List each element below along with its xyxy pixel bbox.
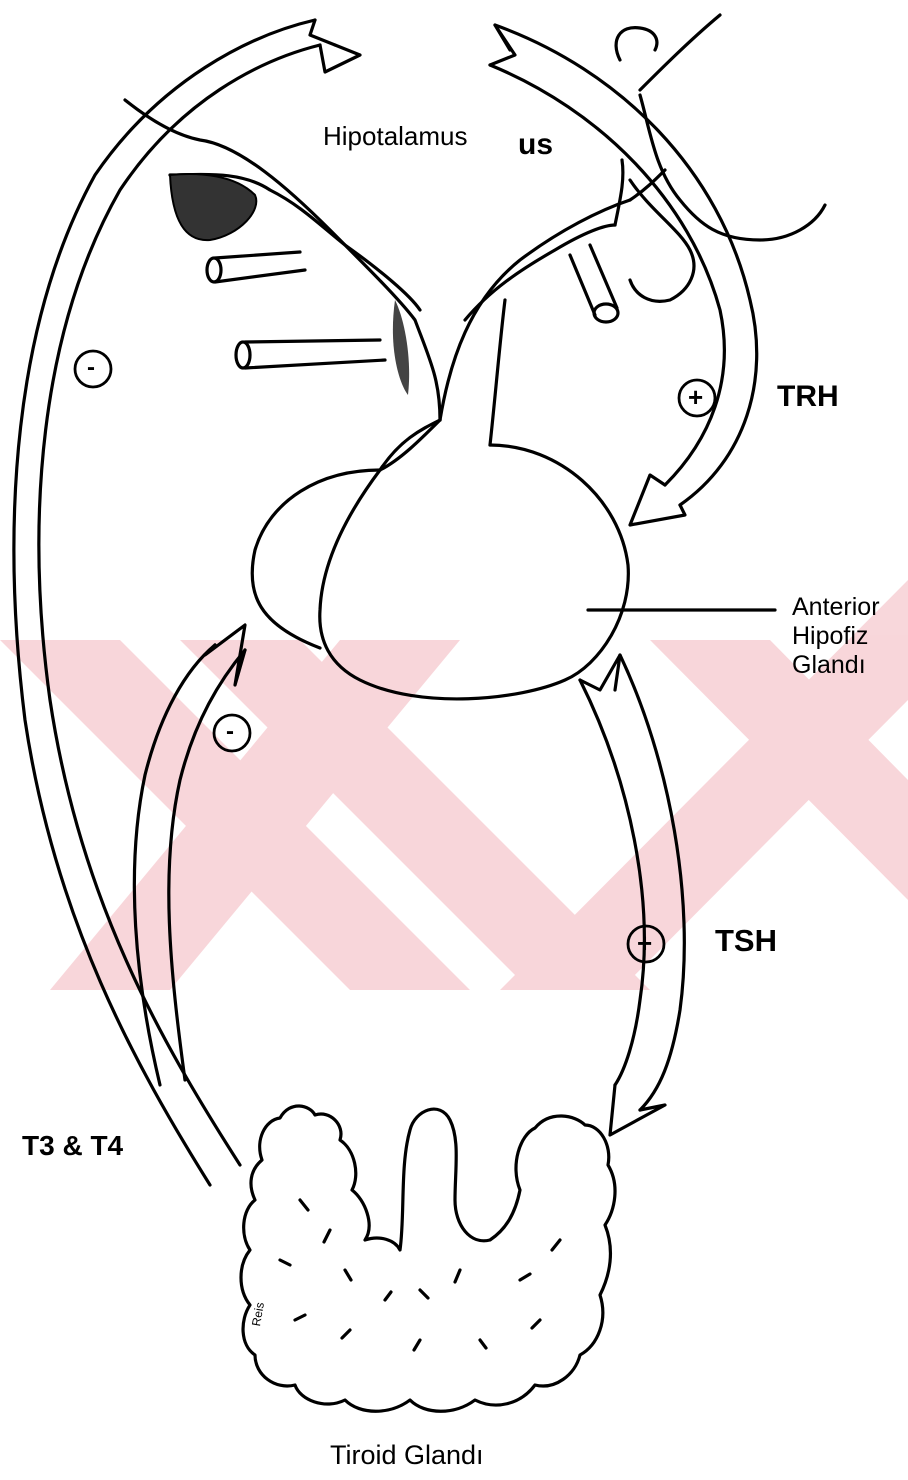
tsh-label: TSH [715, 923, 777, 959]
anterior-label-line2: Hipofiz [792, 622, 880, 651]
thyroid-gland [241, 1106, 615, 1411]
stalk-shading [393, 300, 409, 395]
minus-sign-lower: - [226, 718, 234, 746]
anterior-label-line3: Glandı [792, 651, 880, 680]
t3-t4-label: T3 & T4 [22, 1130, 123, 1162]
trh-label: TRH [777, 380, 839, 415]
plus-sign-trh: + [688, 383, 703, 413]
hypothalamus-label: Hipotalamus [323, 122, 468, 152]
plus-sign-tsh: + [637, 929, 652, 959]
anterior-label-line1: Anterior [792, 593, 880, 622]
hypothalamic-nucleus [170, 174, 256, 240]
portal-vessels [207, 245, 618, 368]
minus-sign-upper: - [87, 354, 95, 382]
hypothalamus-fragment-label: us [518, 128, 553, 163]
thyroid-label: Tiroid Glandı [330, 1440, 484, 1471]
anterior-pituitary-label: Anterior Hipofiz Glandı [792, 593, 880, 679]
